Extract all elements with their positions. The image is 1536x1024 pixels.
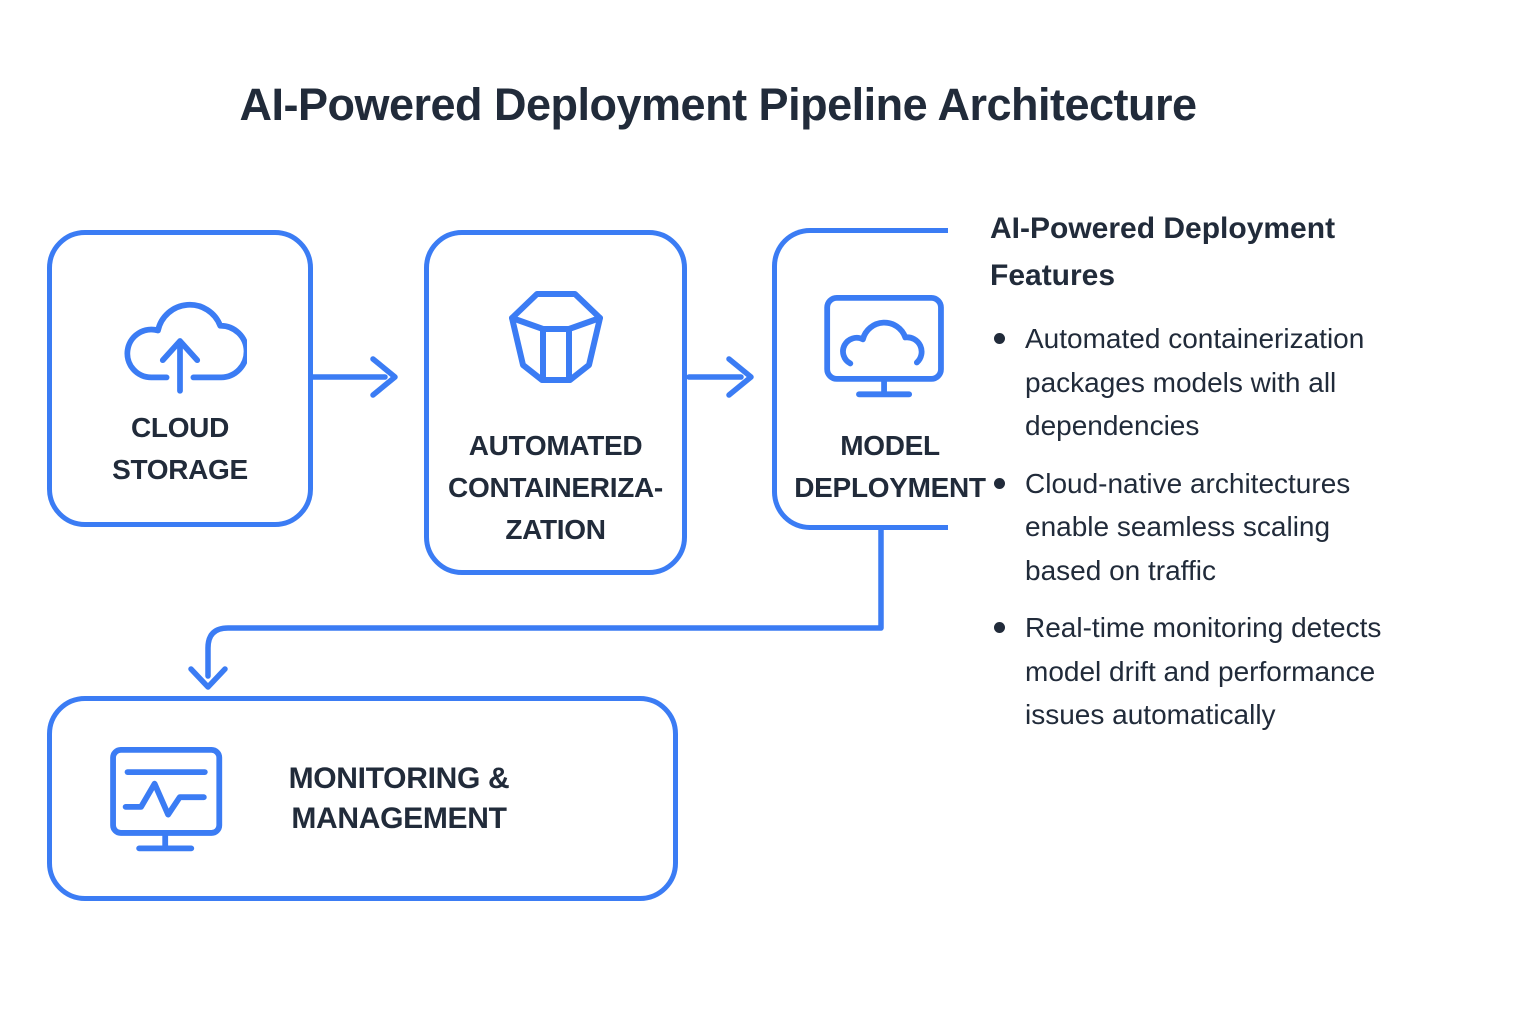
node-cloud-storage: CLOUD STORAGE [47,230,313,527]
arrow-right-icon [309,356,398,398]
feature-text: Real-time monitoring detects model drift… [1025,612,1382,730]
elbow-connector-arrow-down [188,526,884,690]
node-model-deployment: MODEL DEPLOYMENT [772,228,986,530]
node-label: MONITORING & MANAGEMENT [288,762,510,835]
features-heading: AI-Powered Deployment Features [990,212,1336,292]
bullet-dot [994,622,1005,633]
features-panel: AI-Powered Deployment Features Automated… [990,205,1460,751]
node-automated-containerization: AUTOMATED CONTAINERIZA- ZATION [424,230,687,575]
features-list: Automated containerization packages mode… [990,317,1460,737]
node-label: MODEL DEPLOYMENT [794,430,986,503]
page-title: AI-Powered Deployment Pipeline Architect… [239,79,1197,130]
feature-item: Real-time monitoring detects model drift… [990,606,1460,737]
monitor-cloud-icon [824,295,944,398]
cloud-upload-icon [124,302,247,394]
node-monitoring-management: MONITORING & MANAGEMENT [47,696,678,901]
feature-item: Cloud-native architectures enable seamle… [990,462,1460,593]
arrow-right-icon [687,356,754,398]
bullet-dot [994,477,1005,489]
node-label: AUTOMATED CONTAINERIZA- ZATION [448,430,663,545]
feature-text: Cloud-native architectures enable seamle… [1025,467,1351,586]
node-label: CLOUD STORAGE [112,412,248,485]
feature-item: Automated containerization packages mode… [990,317,1460,448]
feature-text: Automated containerization packages mode… [1025,323,1365,441]
container-hexagon-icon [508,291,603,383]
monitor-pulse-icon [110,747,223,852]
bullet-dot [994,333,1005,344]
